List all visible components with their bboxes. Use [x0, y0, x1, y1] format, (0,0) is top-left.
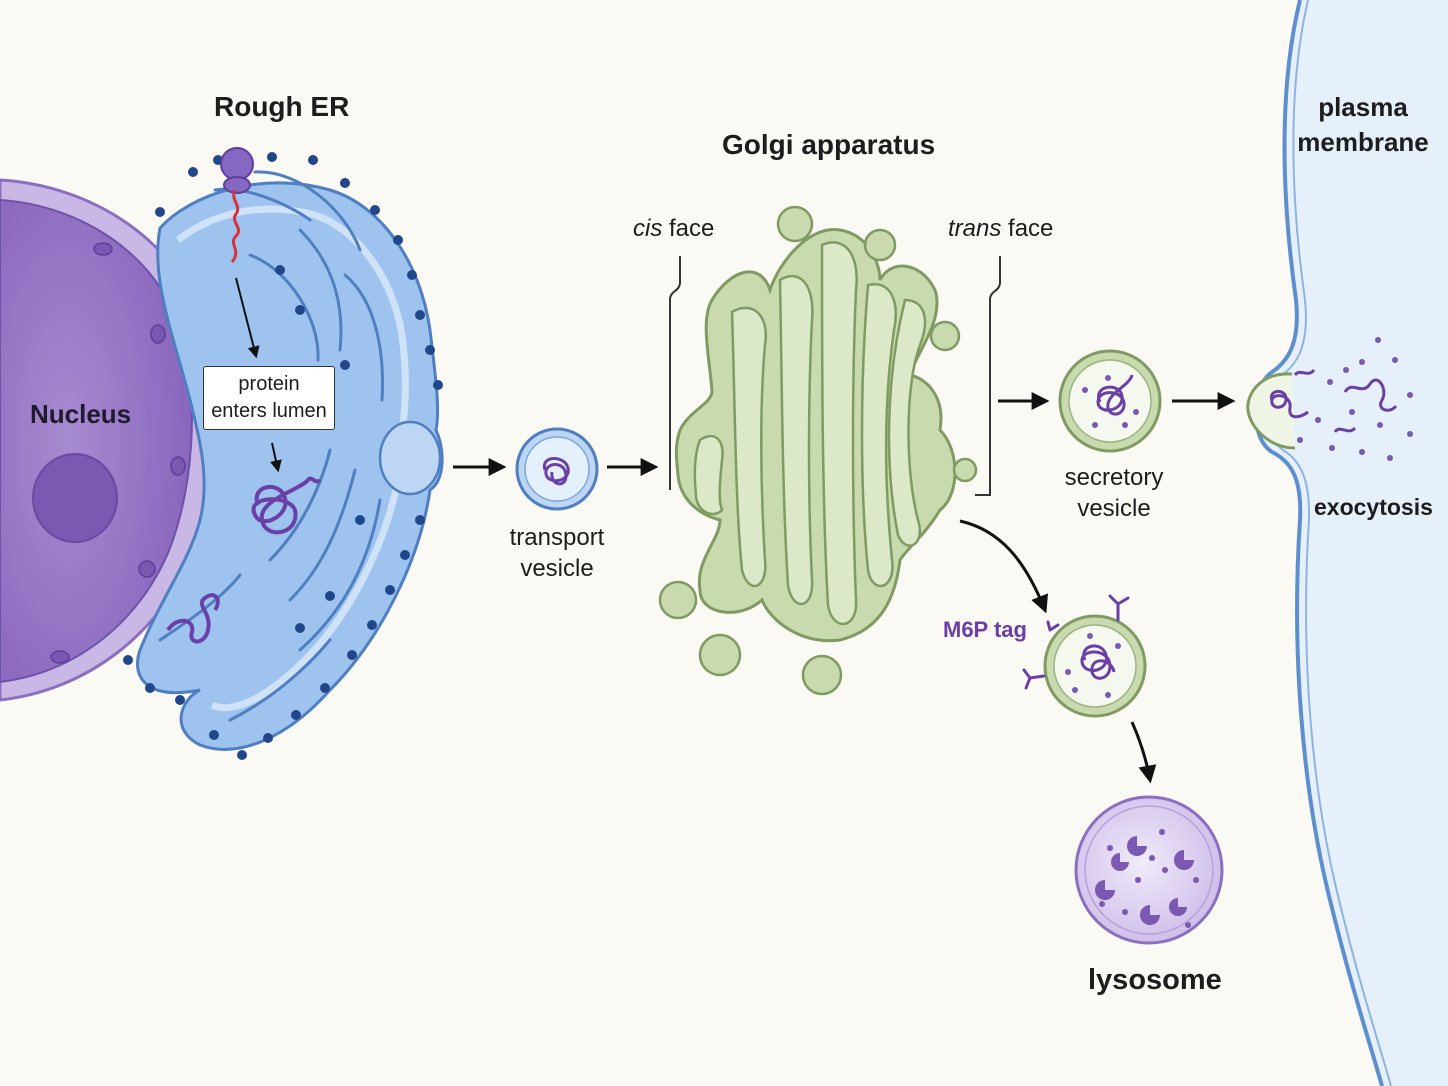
plasma-line-1: plasma [1318, 92, 1408, 122]
trans-face-bracket [975, 256, 1001, 496]
cis-face-bracket [669, 256, 681, 490]
cis-face-word: face [662, 215, 715, 242]
arrow-icon [235, 277, 260, 359]
secretory-vesicle-label: secretory vesicle [1050, 462, 1178, 524]
protein-coil-icon [542, 457, 570, 486]
protein-coil-icon [1080, 644, 1116, 680]
secretory-line-1: secretory [1064, 464, 1164, 491]
golgi-apparatus [658, 205, 978, 696]
plasma-membrane [1253, 0, 1448, 1086]
m6p-vesicle [1022, 594, 1147, 718]
signal-peptide [230, 189, 241, 263]
golgi-label: Golgi apparatus [722, 129, 936, 160]
arrow-icon [270, 442, 282, 473]
plasma-line-2: membrane [1297, 127, 1429, 157]
secretory-line-2: vesicle [1077, 495, 1151, 522]
protein-coil-icon [1096, 374, 1134, 416]
m6p-tag-label: M6P tag [943, 617, 1027, 642]
lysosome [1074, 795, 1224, 945]
trans-face-label: trans face [948, 215, 1053, 243]
callout-line-2: enters lumen [211, 400, 327, 422]
ribosome-dots [123, 152, 443, 760]
ribosome-icon [220, 147, 254, 194]
cis-face-label: cis face [633, 215, 714, 243]
lysosome-label: lysosome [1088, 964, 1222, 996]
arrow-icon [959, 519, 1049, 614]
trans-word: trans [948, 215, 1002, 242]
transport-vesicle [515, 427, 599, 511]
protein-coil-icon [166, 476, 322, 644]
enzyme-icon [1095, 836, 1194, 925]
arrow-icon [1130, 721, 1157, 784]
transport-line-2: vesicle [520, 555, 594, 582]
cis-word: cis [633, 215, 663, 242]
trans-face-word: face [1001, 215, 1054, 242]
rough-er [123, 147, 444, 760]
plasma-membrane-label: plasma membrane [1286, 90, 1440, 160]
nucleus-label: Nucleus [30, 399, 132, 429]
nucleus [0, 178, 218, 702]
exocytosis-label: exocytosis [1314, 494, 1433, 520]
transport-line-1: transport [509, 524, 605, 551]
secretory-vesicle [1058, 349, 1162, 453]
exocytosis-pocket [1246, 337, 1413, 461]
transport-vesicle-label: transport vesicle [497, 522, 617, 584]
m6p-receptor-icon [1022, 594, 1130, 690]
rough-er-label: Rough ER [214, 91, 350, 122]
callout-line-1: protein [238, 373, 300, 395]
protein-coil-icon [1269, 390, 1309, 419]
protein-enters-lumen-callout: protein enters lumen [203, 366, 335, 430]
